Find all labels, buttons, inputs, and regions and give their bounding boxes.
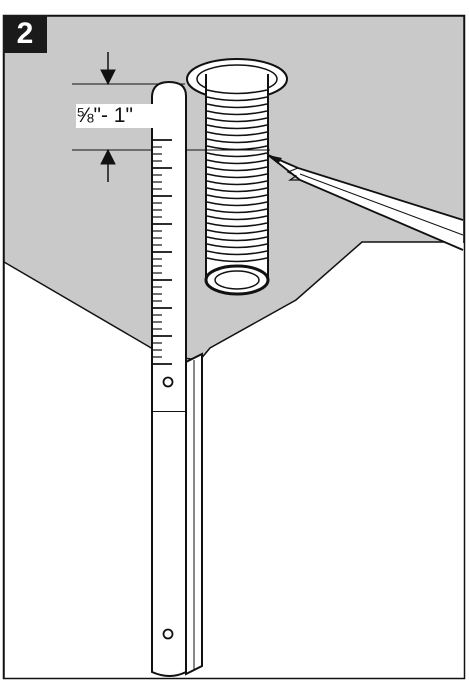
thread-line: [206, 159, 268, 165]
thread-line: [206, 201, 268, 207]
thread-line: [206, 96, 268, 102]
thread-line: [206, 250, 268, 256]
thread-line: [206, 236, 268, 242]
pipe-threads: [206, 89, 268, 263]
thread-line: [206, 117, 268, 123]
arrow-icon: [100, 52, 116, 182]
thread-line: [206, 124, 268, 130]
thread-line: [206, 194, 268, 200]
thread-line: [206, 229, 268, 235]
thread-line: [206, 222, 268, 228]
pencil-icon: [267, 154, 464, 251]
thread-line: [206, 257, 268, 263]
thread-line: [206, 103, 268, 109]
ruler-icon: [151, 80, 203, 677]
ruler-upper: [151, 80, 187, 413]
measurement-label: ⅝"- 1": [76, 104, 168, 128]
step-number-badge: 2: [3, 15, 47, 53]
thread-line: [206, 131, 268, 137]
thread-line: [206, 152, 268, 158]
threaded-pipe-icon: [186, 58, 288, 296]
pencil-shaving: [286, 167, 300, 181]
pencil-facet: [299, 173, 464, 236]
thread-line: [206, 243, 268, 249]
pipe-opening-inner: [214, 270, 260, 290]
thread-line: [206, 173, 268, 179]
thread-line: [206, 89, 268, 95]
ruler-hole-upper: [162, 376, 174, 388]
thread-line: [206, 138, 268, 144]
thread-line: [206, 180, 268, 186]
thread-line: [206, 166, 268, 172]
thread-line: [206, 208, 268, 214]
ruler-ticks: [152, 139, 172, 365]
pencil-tip: [268, 155, 282, 164]
thread-line: [206, 110, 268, 116]
thread-line: [206, 215, 268, 221]
thread-line: [206, 187, 268, 193]
ruler-hole-lower: [162, 628, 174, 640]
